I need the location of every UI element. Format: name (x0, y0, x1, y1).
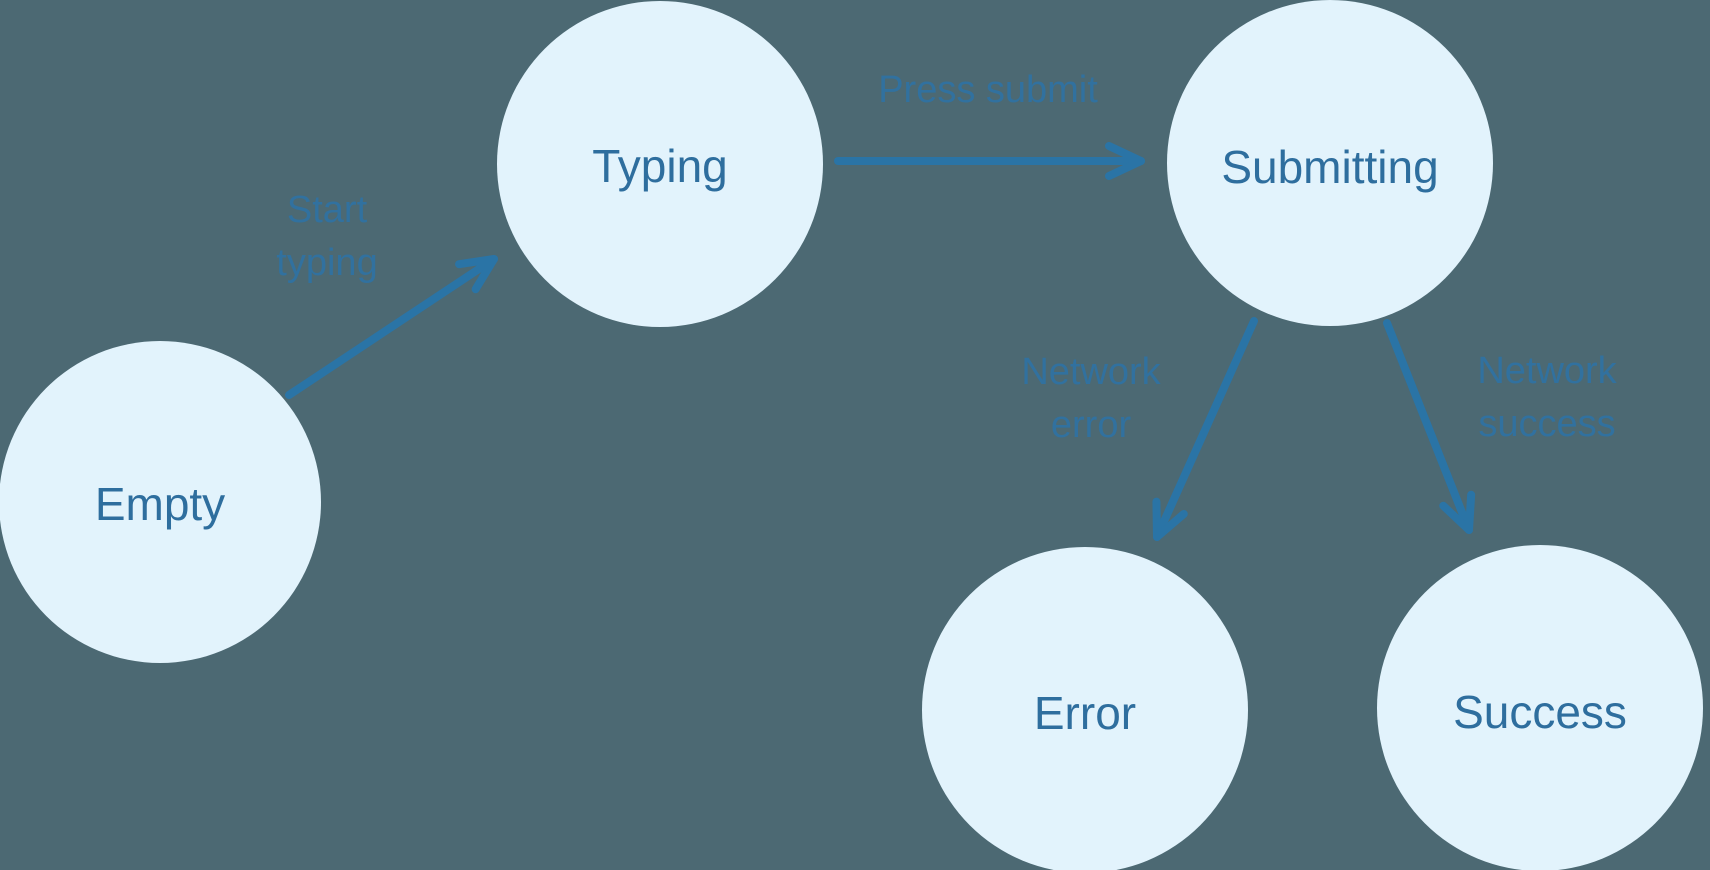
state-node-typing-label: Typing (592, 140, 728, 192)
state-node-typing: Typing (497, 1, 823, 327)
edge-label-network-error-line2: error (1051, 404, 1132, 446)
edge-label-press-submit: Press submit (878, 69, 1098, 111)
state-node-empty-circle (0, 341, 321, 663)
edges-layer (285, 142, 1476, 541)
edge-label-network-success-line2: success (1478, 403, 1615, 445)
edge-label-network-success-line1: Network (1477, 350, 1617, 392)
edge-label-start-typing-line1: Start (287, 189, 368, 231)
state-node-error: Error (922, 547, 1248, 870)
edge-empty-to-typing (285, 255, 498, 399)
state-node-error-label: Error (1034, 687, 1136, 739)
state-node-submitting-label: Submitting (1221, 141, 1438, 193)
edge-submitting-to-success (1383, 319, 1476, 534)
state-node-submitting: Submitting (1167, 0, 1493, 326)
state-node-submitting-circle (1167, 0, 1493, 326)
edge-labels-layer: Start typing Press submit Network error … (276, 69, 1617, 446)
edge-submitting-to-error (1152, 317, 1258, 541)
state-node-empty: Empty (0, 341, 321, 663)
edge-label-network-error-line1: Network (1021, 351, 1161, 393)
state-node-success-circle (1377, 545, 1703, 870)
state-node-success: Success (1377, 545, 1703, 870)
state-node-typing-circle (497, 1, 823, 327)
edge-label-start-typing-line2: typing (276, 242, 377, 284)
state-node-error-circle (922, 547, 1248, 870)
state-node-success-label: Success (1453, 686, 1627, 738)
state-node-empty-label: Empty (95, 478, 225, 530)
